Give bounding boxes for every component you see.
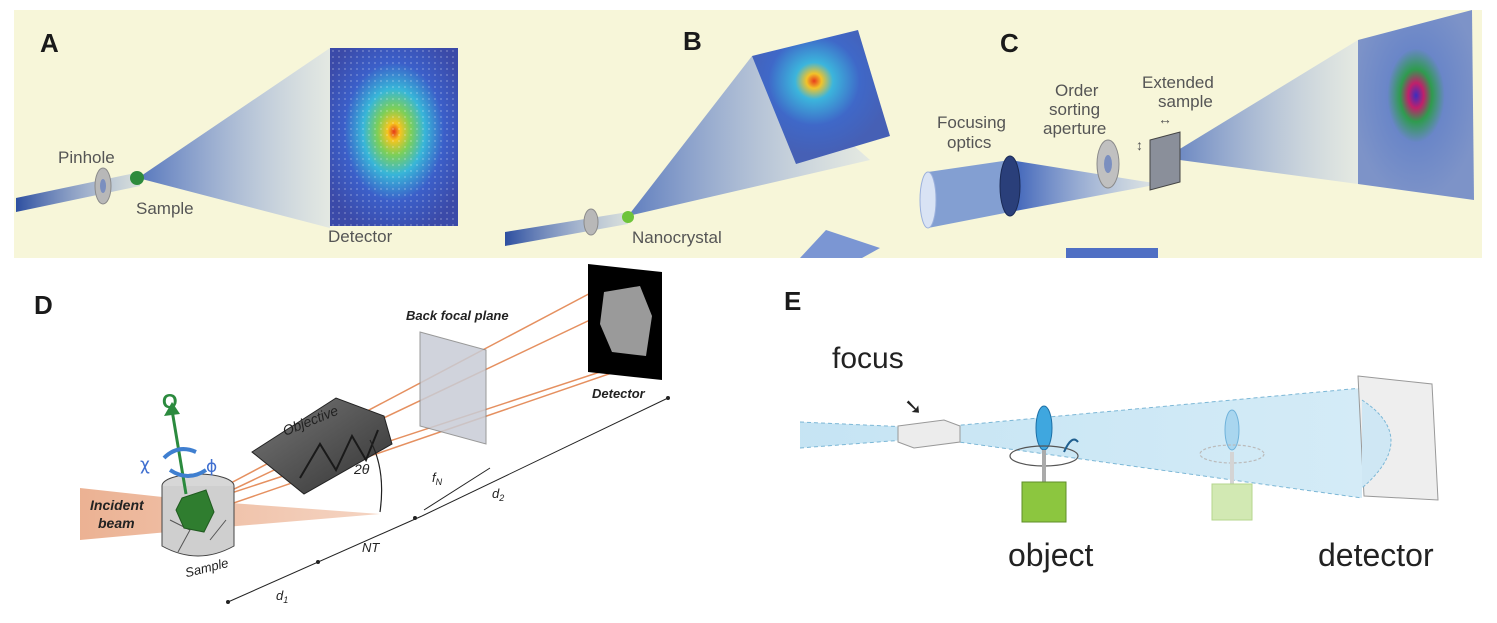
panel-c-focusing-label-2: optics: [947, 133, 991, 152]
panel-d-phi-label: ϕ: [206, 457, 217, 477]
panel-c-scan-arrow-h: ↔: [1158, 111, 1172, 127]
panel-b-nanocrystal-label: Nanocrystal: [632, 228, 722, 247]
panel-d-two-theta-label: 2θ: [353, 461, 370, 477]
panel-a-sample-label: Sample: [136, 199, 194, 218]
panel-a-letter: A: [40, 28, 59, 58]
panel-d-detector-label: Detector: [592, 386, 646, 401]
panel-a-sample: [130, 171, 144, 185]
panel-d-chi-label: χ: [140, 455, 150, 475]
panel-b-detector: [752, 30, 890, 164]
panel-e-beam: [800, 388, 1362, 498]
panel-d-back-focal-plane: [419, 331, 487, 445]
panel-d-objective-zigzag: [299, 429, 379, 479]
panel-e-letter: E: [784, 286, 801, 316]
panel-c-scatter-cone: [1165, 40, 1358, 184]
panel-d-incident-label-2: beam: [98, 515, 135, 531]
panel-e-object-lens: [1035, 405, 1053, 451]
panel-e-focus-arrow: ➘: [904, 395, 922, 420]
panel-c: C ↕ ↔ Focusing optics Order sorting aper…: [919, 10, 1474, 258]
panel-e-detector-spot: [1361, 399, 1392, 489]
panel-e-object-rotation-arrow: [1063, 438, 1079, 453]
panel-c-incident-beam: [928, 160, 1010, 228]
panel-e-focus-label: focus: [832, 342, 904, 375]
panel-e-object-stage: [1021, 481, 1067, 523]
panel-d-q-vector: [170, 409, 188, 495]
panel-d-axis-fn: [423, 467, 491, 511]
panel-a-detector-speckle: [330, 48, 458, 226]
panel-e-object-label: object: [1008, 537, 1094, 573]
panel-c-extended-label-1: Extended: [1142, 73, 1214, 92]
panel-b-nanocrystal: [622, 211, 634, 223]
panel-d-nt-label: NT: [362, 540, 380, 555]
panel-d-sample-label: Sample: [184, 555, 230, 580]
panel-d-sample-grain: [175, 489, 215, 533]
panel-d-q-label: Q: [162, 391, 178, 413]
panel-b-pinhole: [583, 208, 599, 236]
panel-d-fn-label: fN: [432, 470, 443, 487]
panel-e-focus-block: [897, 419, 961, 449]
panel-d-axis-d1: [227, 515, 423, 603]
panel-d-axis-dot-1: [226, 600, 230, 604]
panel-c-osa-label-1: Order: [1055, 81, 1099, 100]
panel-c-osa-label-2: sorting: [1049, 100, 1100, 119]
panel-d-q-arrowhead: [164, 402, 180, 416]
panel-d: D Back focal plane Detector Objective: [34, 264, 670, 605]
panel-d-incident-label-1: Incident: [90, 497, 145, 513]
panel-e-ghost-stage: [1211, 483, 1253, 521]
panel-b: B Nanocrystal: [505, 26, 890, 258]
panel-d-d1-label: d1: [276, 588, 288, 605]
panel-c-focusing-label-1: Focusing: [937, 113, 1006, 132]
panel-a-pinhole-label: Pinhole: [58, 148, 115, 167]
panel-d-d2-label: d2: [492, 486, 504, 503]
panel-c-focusing-optics: [999, 155, 1021, 217]
panel-c-detector-lower: [1066, 248, 1158, 258]
panel-c-detector: [1358, 10, 1474, 200]
panel-e-ghost-rotation: [1199, 444, 1265, 464]
panel-a-detector-label: Detector: [328, 227, 393, 246]
panel-b-scatter-cone: [628, 56, 870, 216]
panel-d-letter: D: [34, 290, 53, 320]
panel-b-detector-lower: [800, 230, 880, 258]
panel-e-beam-edges: [799, 387, 1363, 499]
panel-c-extended-label-2: sample: [1158, 92, 1213, 111]
panel-a-scatter-cone: [138, 48, 330, 228]
panel-a-pinhole-hole: [100, 179, 106, 193]
panel-e-detector-label: detector: [1318, 537, 1434, 573]
panel-d-back-focal-plane-label: Back focal plane: [406, 308, 509, 323]
panel-d-axis-dot-3: [413, 516, 417, 520]
panel-c-scan-arrow-v: ↕: [1136, 137, 1143, 153]
panel-c-extended-sample: [1149, 131, 1181, 191]
panel-c-osa-label-3: aperture: [1043, 119, 1106, 138]
panel-d-rotation-arrows: [162, 447, 208, 478]
panel-d-two-theta-arc: [369, 439, 383, 513]
panel-d-axis-d2: [421, 397, 669, 517]
panel-e: E ➘ focus object detector: [784, 286, 1439, 573]
panel-d-detector-image: [600, 286, 652, 356]
panel-e-ghost-lens: [1224, 409, 1240, 451]
panel-c-letter: C: [1000, 28, 1019, 58]
panel-b-letter: B: [683, 26, 702, 56]
panel-c-osa-hole: [1104, 155, 1112, 173]
panel-d-axis-dot-4: [666, 396, 670, 400]
panel-c-focus-cone: [1010, 160, 1160, 212]
panel-a: A Pinhole Sample Detector: [16, 28, 458, 246]
panel-d-axis-dot-2: [316, 560, 320, 564]
panel-c-beam-entry: [919, 171, 937, 229]
